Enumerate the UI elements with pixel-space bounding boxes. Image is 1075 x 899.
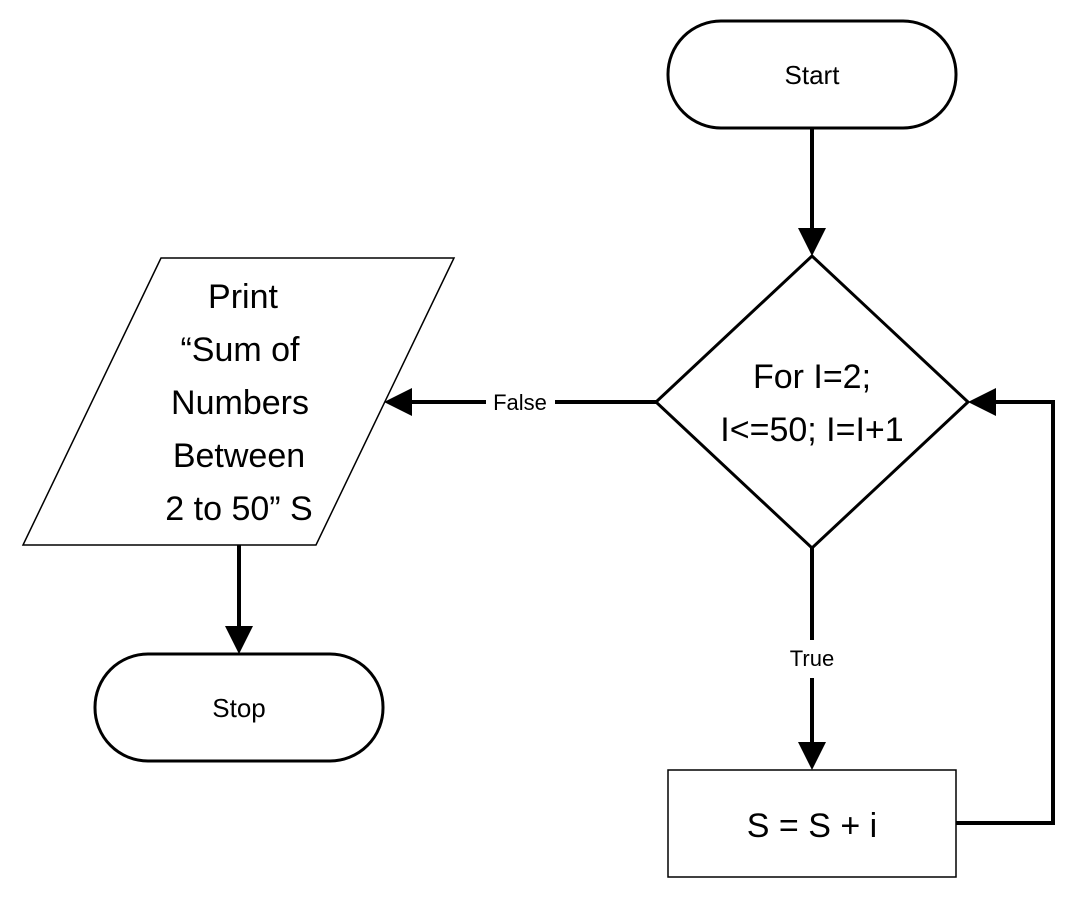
print-line-1: Print [208,278,278,316]
stop-node: Stop [93,652,385,763]
true-label: True [790,646,834,671]
arrowhead [225,626,253,654]
loop-condition-line-1: For I=2; [753,358,871,396]
arrowhead [968,388,996,416]
loop-condition-line-2: I<=50; I=I+1 [720,411,903,449]
print-line-3: Numbers [171,384,309,422]
print-line-5: 2 to 50” S [165,490,312,528]
loop-decision: For I=2; I<=50; I=I+1 [653,253,971,551]
print-line-2: “Sum of [180,331,300,369]
arrowhead [798,742,826,770]
edge-false-to-print: False [384,388,656,416]
start-node: Start [666,19,958,130]
process-label: S = S + i [747,807,877,845]
edge-print-to-stop [225,545,253,654]
process-node: S = S + i [667,769,957,878]
print-node: Print “Sum of Numbers Between 2 to 50” S [21,257,456,546]
edge-start-to-loop [798,128,826,256]
print-line-4: Between [173,437,305,475]
edge-loop-back [956,388,1055,825]
arrowhead [384,388,412,416]
false-label: False [493,390,547,415]
edge-true-to-process: True [790,548,834,770]
arrowhead [798,228,826,256]
stop-label: Stop [212,693,266,723]
start-label: Start [785,60,841,90]
